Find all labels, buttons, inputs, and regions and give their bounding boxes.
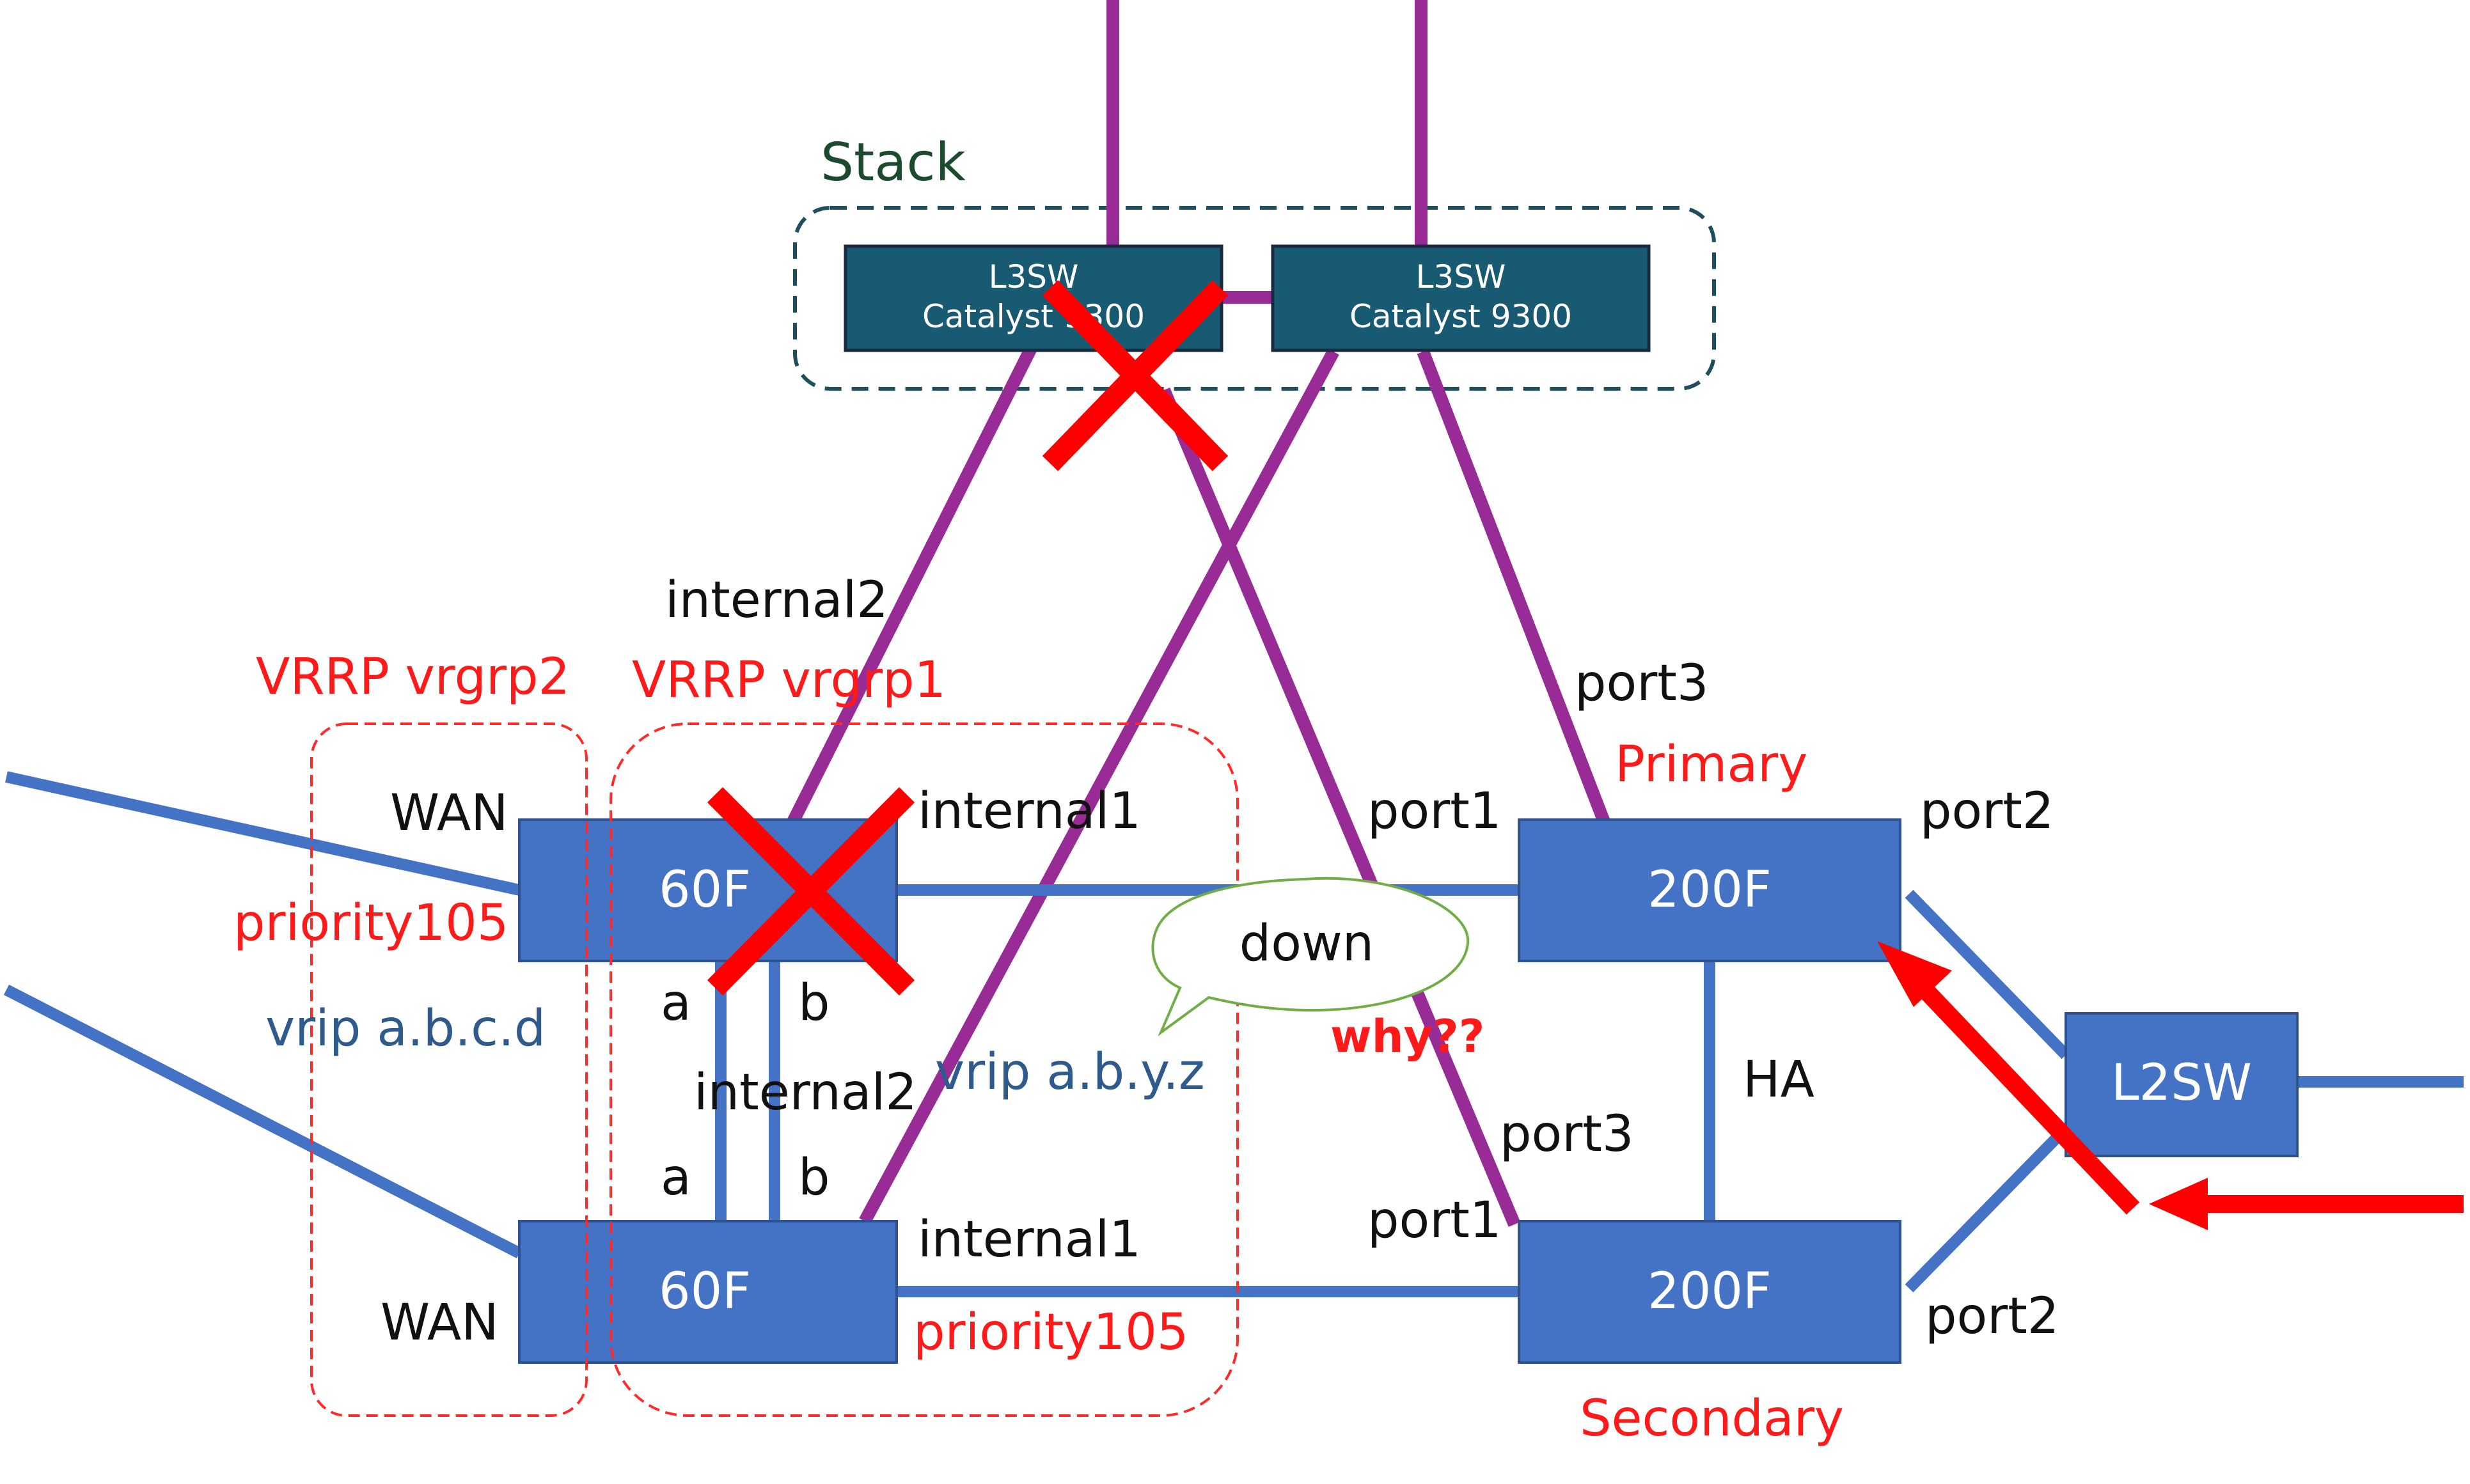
200f-secondary-role: Secondary bbox=[1580, 1390, 1844, 1448]
fortigate-60f-bottom-label: 60F bbox=[659, 1263, 751, 1320]
traffic-arrow-to-primary bbox=[1877, 941, 2140, 1215]
ha-label: HA bbox=[1743, 1051, 1814, 1109]
link-sw1-to-200f-secondary bbox=[1158, 387, 1521, 1227]
fortigate-200f-primary bbox=[1518, 818, 1901, 962]
wan-link-bottom bbox=[3, 984, 523, 1259]
why-annotation: why?? bbox=[1330, 1010, 1484, 1063]
60f-bottom-port-a: a bbox=[661, 1149, 691, 1207]
l2sw-label: L2SW bbox=[2111, 1054, 2252, 1112]
fortigate-60f-bottom bbox=[518, 1220, 898, 1364]
stack-switch-2 bbox=[1271, 244, 1651, 352]
traffic-arrow-inbound bbox=[2149, 1178, 2464, 1230]
60f-top-wan-label: WAN bbox=[390, 785, 508, 842]
link-sw1-to-60f-top bbox=[787, 345, 1037, 825]
stack-group-border bbox=[793, 206, 1716, 391]
200f-primary-port2-label: port2 bbox=[1920, 783, 2054, 840]
60f-top-priority: priority105 bbox=[233, 894, 508, 952]
link-200f-secondary-to-l2sw bbox=[1905, 1127, 2067, 1293]
fortigate-200f-secondary bbox=[1518, 1220, 1901, 1364]
200f-secondary-port2-label: port2 bbox=[1925, 1288, 2059, 1345]
60f-top-port-b: b bbox=[798, 974, 830, 1032]
stack-switch-2-model: Catalyst 9300 bbox=[1349, 298, 1572, 335]
failure-x-60f-top bbox=[707, 787, 915, 996]
l2sw bbox=[2065, 1012, 2299, 1157]
stack-switch-1-model: Catalyst 9300 bbox=[922, 298, 1145, 335]
fortigate-200f-primary-label: 200F bbox=[1648, 861, 1772, 919]
60f-top-internal1-label: internal1 bbox=[918, 783, 1141, 840]
failure-x-stack-switch bbox=[1042, 280, 1229, 471]
vrrp-group1-border bbox=[610, 722, 1239, 1417]
wan-link-top bbox=[5, 771, 521, 896]
60f-bottom-port-b: b bbox=[798, 1149, 830, 1207]
vrip-group2: vrip a.b.c.d bbox=[265, 1000, 546, 1058]
vrrp-group1-label: VRRP vrgrp1 bbox=[632, 652, 946, 709]
stack-label: Stack bbox=[821, 132, 966, 193]
200f-secondary-port1-label: port1 bbox=[1367, 1192, 1502, 1249]
fortigate-60f-top-label: 60F bbox=[659, 861, 751, 919]
down-bubble bbox=[1151, 877, 1470, 1036]
vrrp-group2-label: VRRP vrgrp2 bbox=[256, 648, 570, 706]
60f-bottom-internal1-label: internal1 bbox=[918, 1211, 1141, 1269]
link-sw2-to-200f-primary bbox=[1417, 349, 1610, 824]
fortigate-60f-top bbox=[518, 818, 898, 962]
fortigate-200f-secondary-label: 200F bbox=[1648, 1263, 1772, 1320]
60f-bottom-internal2-label: internal2 bbox=[694, 1064, 917, 1121]
200f-primary-port1-label: port1 bbox=[1367, 783, 1502, 840]
vrip-group1: vrip a.b.y.z bbox=[935, 1043, 1205, 1101]
link-200f-primary-to-l2sw bbox=[1905, 889, 2070, 1059]
link-sw2-to-60f-bottom bbox=[859, 348, 1339, 1224]
60f-bottom-wan-label: WAN bbox=[381, 1294, 499, 1352]
200f-secondary-port3-label: port3 bbox=[1500, 1105, 1634, 1163]
stack-switch-1 bbox=[844, 244, 1223, 352]
stack-switch-2-name: L3SW bbox=[1416, 258, 1506, 295]
200f-primary-port3-label: port3 bbox=[1575, 655, 1709, 712]
60f-top-internal2-label: internal2 bbox=[665, 572, 888, 629]
60f-top-port-a: a bbox=[661, 974, 691, 1032]
down-annotation: down bbox=[1239, 915, 1374, 972]
60f-bottom-priority: priority105 bbox=[913, 1304, 1188, 1361]
vrrp-group2-border bbox=[310, 722, 588, 1417]
200f-primary-role: Primary bbox=[1615, 736, 1807, 793]
